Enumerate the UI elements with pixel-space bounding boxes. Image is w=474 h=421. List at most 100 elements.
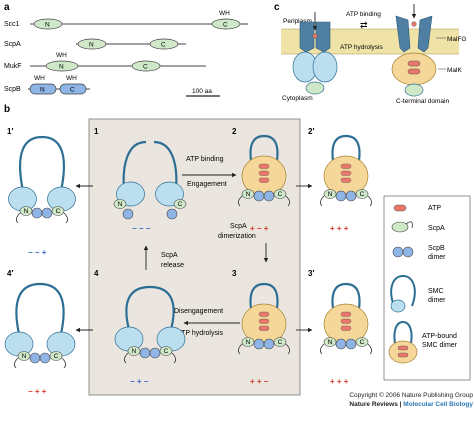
substrate-dot-bound xyxy=(411,21,417,27)
legend-scpb-swatch-b xyxy=(402,246,414,258)
panel-b-letter: b xyxy=(4,104,10,115)
transporter-open xyxy=(292,12,338,95)
scc1-c-domain xyxy=(211,18,241,30)
scpa-n-domain xyxy=(323,189,337,199)
legend-scpa-label: ScpA xyxy=(428,225,445,232)
transition-arrows xyxy=(75,172,313,333)
scpa-c-domain xyxy=(51,206,65,216)
mukf-c-letter: C xyxy=(143,64,148,71)
smc-head-left xyxy=(114,326,144,352)
scpa-n-letter: N xyxy=(118,201,123,208)
smc-head-left xyxy=(4,331,34,357)
atp-pill xyxy=(340,318,352,324)
state-label-1p: 1′ xyxy=(7,127,13,136)
scpa-c-letter: C xyxy=(178,201,183,208)
legend-smc-swatch xyxy=(390,274,416,313)
state-label-2: 2 xyxy=(232,127,237,136)
scpa-c-domain xyxy=(173,199,187,209)
scale-bar-label: 100 aa xyxy=(192,88,212,95)
scc1-n-letter: N xyxy=(45,22,50,29)
credit-separator: | xyxy=(397,400,404,408)
scpa-n-letter: N xyxy=(22,353,27,360)
scpa-c-letter: C xyxy=(56,208,61,215)
scpb-subunit xyxy=(41,207,53,219)
atp-pill xyxy=(340,311,352,317)
scc1-label: Scc1 xyxy=(4,21,20,28)
scpa-c-letter: C xyxy=(278,191,283,198)
scpb-n-domain xyxy=(29,83,57,95)
legend-scpb-label-2: dimer xyxy=(428,254,446,261)
scpb-subunit xyxy=(335,338,347,350)
scpa-n-letter: N xyxy=(246,339,251,346)
scpb-subunit xyxy=(122,208,134,220)
scpa-row: ScpA N C xyxy=(4,38,186,50)
scpa-n-letter: N xyxy=(328,191,333,198)
scpa-n-letter: N xyxy=(89,42,94,49)
c-terminal-left xyxy=(305,81,325,95)
scpa-c-domain xyxy=(273,337,287,347)
legend-scpa-swatch xyxy=(391,221,409,233)
panel-a-letter: a xyxy=(4,2,10,13)
legend-atpbound-label-2: SMC dimer xyxy=(422,342,458,349)
scpb-subunit xyxy=(253,190,265,202)
atp-pill xyxy=(340,170,352,176)
scpa-n-letter: N xyxy=(328,339,333,346)
mukf-n-letter: N xyxy=(59,64,64,71)
scpb-row: ScpB N C WH WH xyxy=(4,75,90,95)
c-atp-binding-label: ATP binding xyxy=(346,11,381,18)
smc-head-right xyxy=(156,326,186,352)
scpb-subunit xyxy=(263,190,275,202)
charge-3p: + + + xyxy=(330,377,349,386)
scpb-subunit xyxy=(345,338,357,350)
charge-4p: − + + xyxy=(28,387,47,396)
atp-pill xyxy=(340,177,352,183)
atp-pill xyxy=(258,177,270,183)
charge-1: − − − xyxy=(132,224,151,233)
scpb-n-letter: N xyxy=(40,87,45,94)
scpa-n-domain xyxy=(19,206,33,216)
label-engagement: Engagement xyxy=(187,181,227,188)
charge-1p: − − + xyxy=(28,248,47,257)
scpa-n-domain xyxy=(113,199,127,209)
scc1-c-letter: C xyxy=(223,22,228,29)
scpa-c-domain xyxy=(149,38,179,50)
scpa-c-letter: C xyxy=(164,348,169,355)
state-label-4: 4 xyxy=(94,269,99,278)
legend-atp-label: ATP xyxy=(428,205,441,212)
state-label-3p: 3′ xyxy=(308,269,314,278)
transporter-closed xyxy=(391,4,446,97)
state-numbers: 1′ 1 2 2′ 4′ 4 3 3′ xyxy=(7,127,314,278)
scpa-c-domain xyxy=(273,189,287,199)
legend-smc-label-1: SMC xyxy=(428,288,444,295)
mukf-n-domain xyxy=(45,60,79,72)
scpb-wh-left-label: WH xyxy=(34,75,45,82)
label-atp-hydrolysis: ATP hydrolysis xyxy=(177,330,224,337)
atp-pill-c-2 xyxy=(407,68,421,75)
scpa-c-letter: C xyxy=(360,339,365,346)
scpb-subunit xyxy=(263,338,275,350)
scpa-n-domain xyxy=(77,38,107,50)
malk-left-b xyxy=(312,51,338,83)
mukf-row: MukF N C WH xyxy=(4,52,206,72)
journal-name: Nature Reviews xyxy=(349,400,398,408)
scpa-n-domain xyxy=(323,337,337,347)
smc-head-right xyxy=(46,331,76,357)
c-terminal-label: C-terminal domain xyxy=(396,98,449,105)
scpa-c-domain xyxy=(49,351,63,361)
malfg-label: MalFG xyxy=(447,36,467,43)
scpa-n-domain xyxy=(17,351,31,361)
atp-pill xyxy=(340,325,352,331)
charge-labels: − − + − − − + − + + + + − + + − + − + + … xyxy=(28,224,349,396)
scpa-n-domain xyxy=(127,346,141,356)
c-atp-hydrolysis-label: ATP hydrolysis xyxy=(340,44,383,51)
label-scpa-release-2: release xyxy=(161,262,184,269)
